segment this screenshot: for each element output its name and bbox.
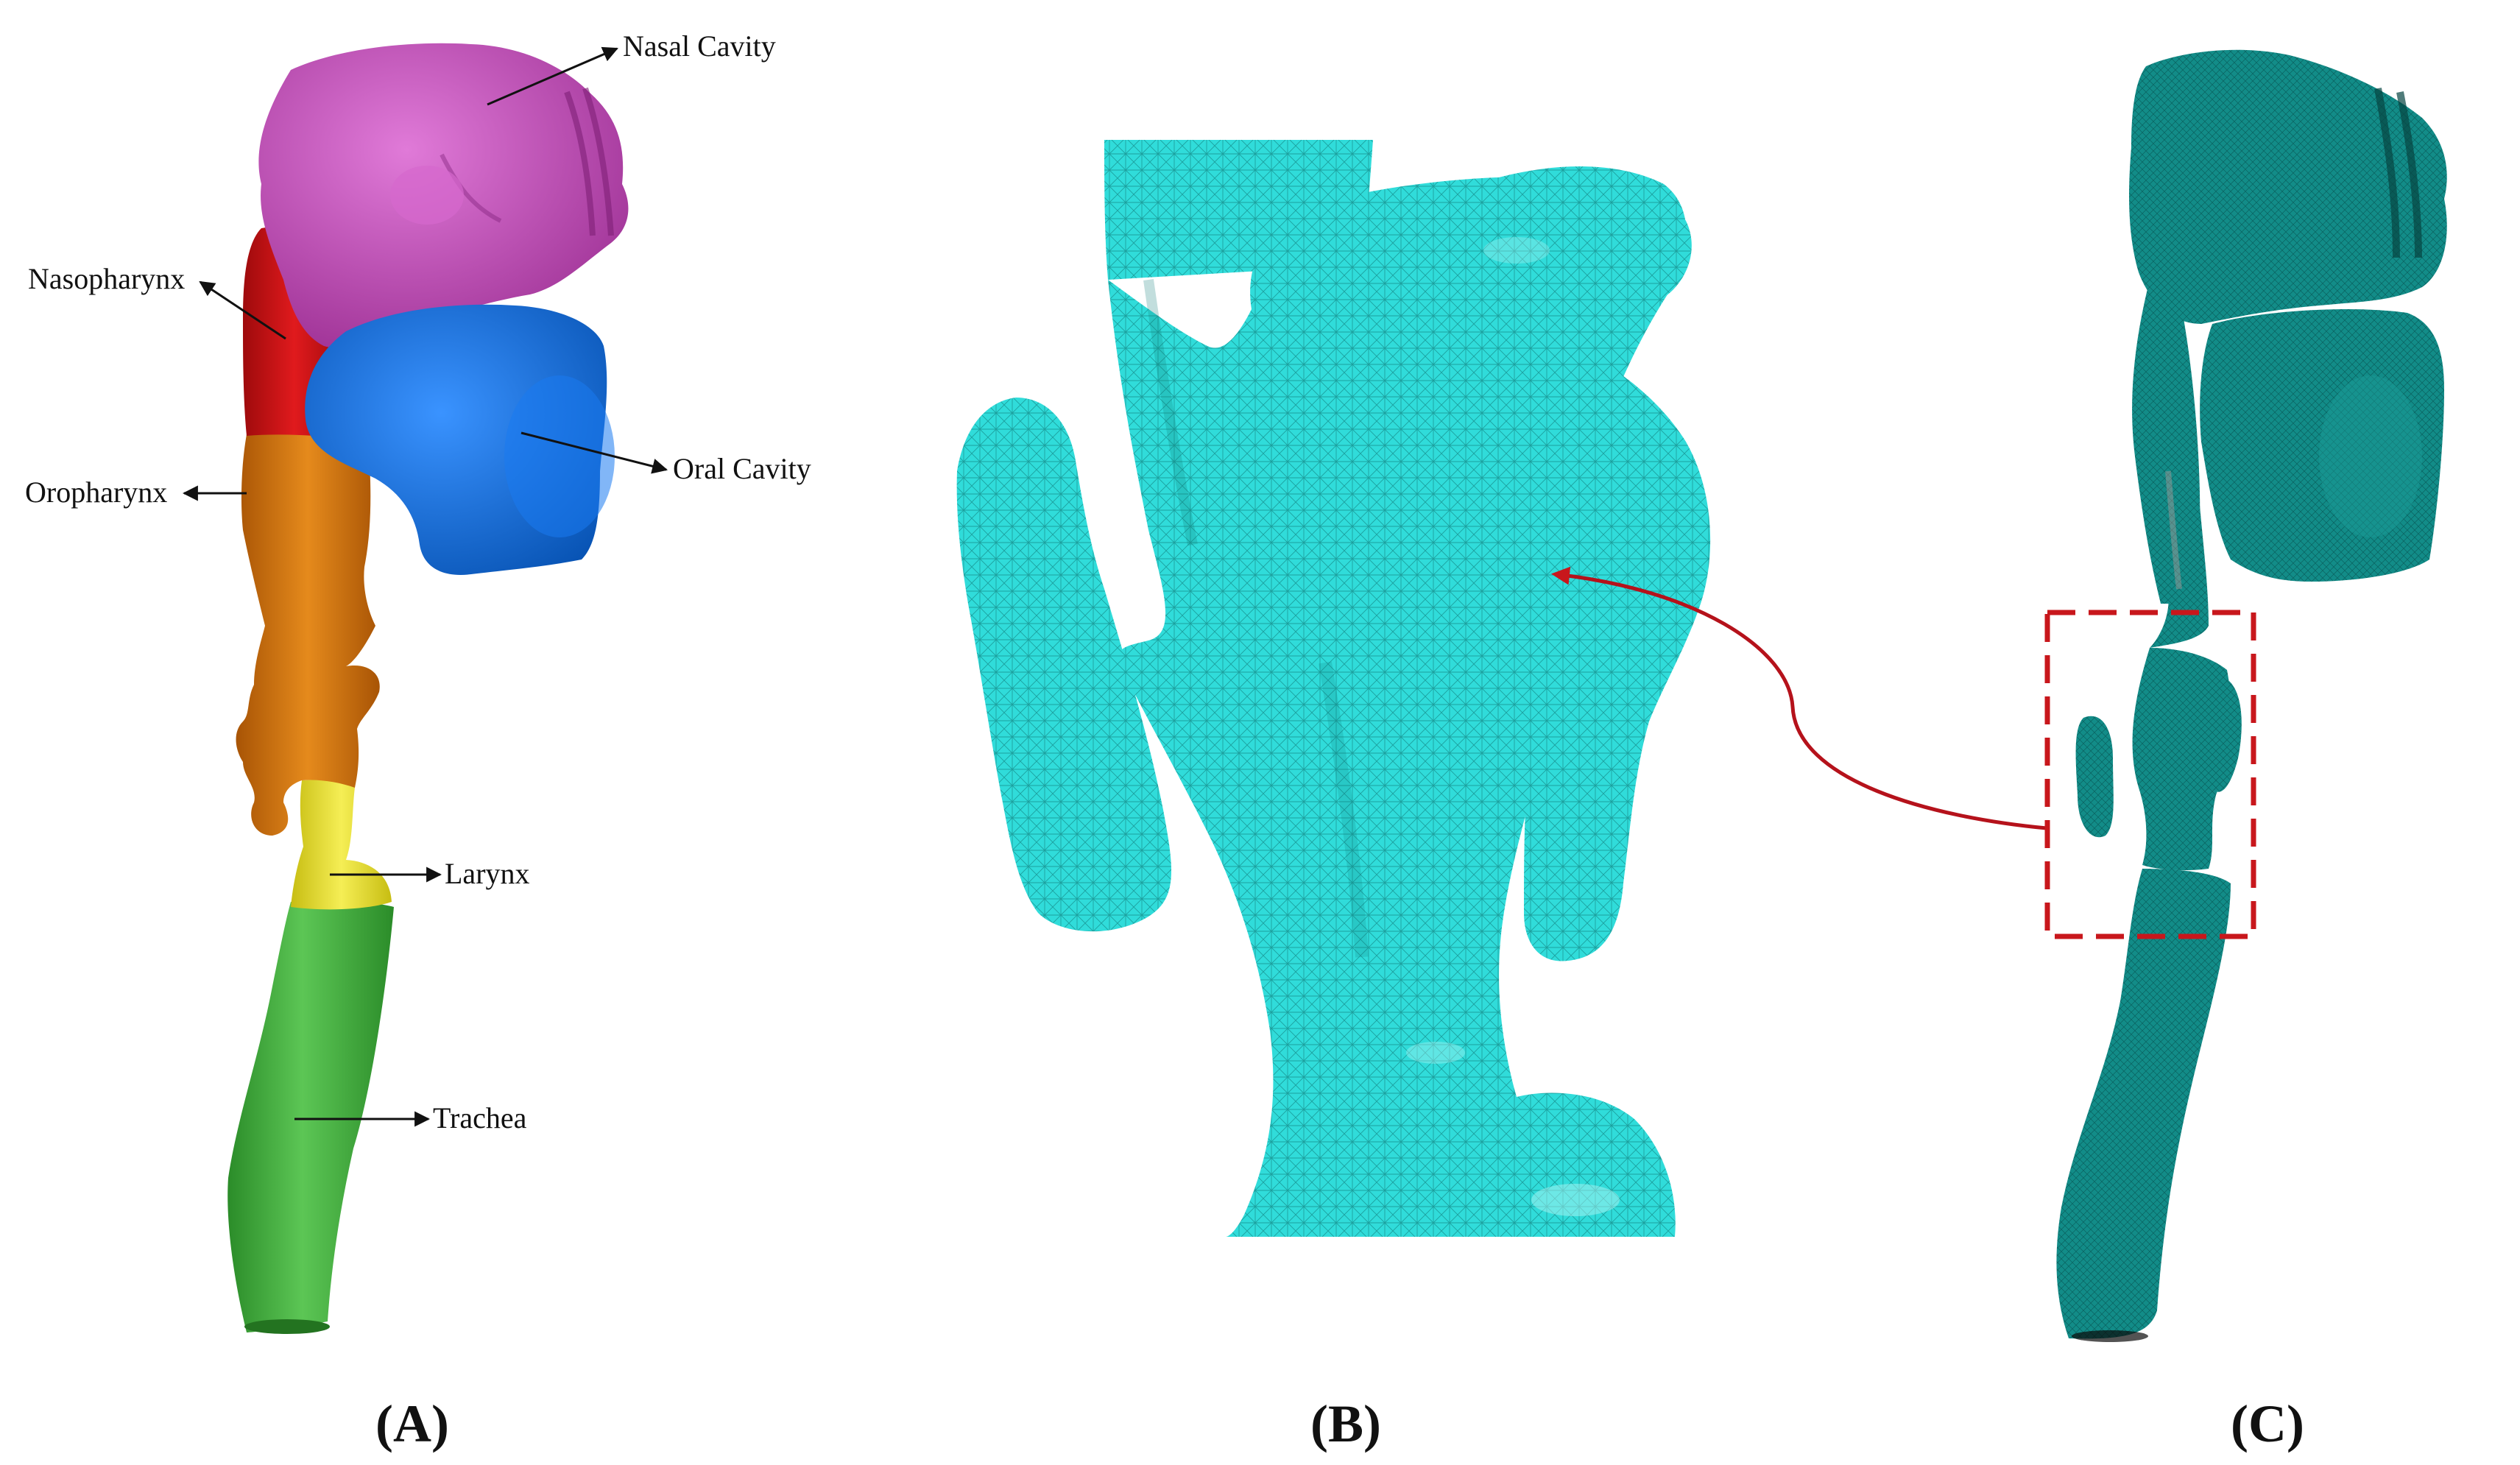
arrow-right-icon bbox=[199, 280, 286, 340]
panel-label-c: (C) bbox=[2231, 1394, 2304, 1453]
larynx-region bbox=[291, 780, 392, 910]
oropharynx-region bbox=[236, 433, 380, 836]
panel-label-a: (A) bbox=[375, 1394, 449, 1453]
trachea-opening bbox=[244, 1319, 330, 1334]
label-nasopharynx: Nasopharynx bbox=[28, 262, 185, 295]
panel-label-b: (B) bbox=[1310, 1394, 1381, 1453]
arrow-right-icon bbox=[487, 46, 618, 106]
label-oral-cavity: Oral Cavity bbox=[673, 452, 811, 485]
mesh-central-body bbox=[1108, 166, 1687, 1237]
panel-a: Nasal Cavity Nasopharynx Oropharynx Oral… bbox=[25, 29, 811, 1453]
label-larynx: Larynx bbox=[445, 857, 530, 890]
callout-arrow bbox=[1551, 566, 2047, 830]
mesh-left-lobe bbox=[956, 398, 1172, 932]
label-nasal-cavity: Nasal Cavity bbox=[623, 29, 776, 63]
arrow-right-icon bbox=[520, 431, 668, 474]
trachea-region bbox=[227, 900, 394, 1332]
panel-b: (B) bbox=[956, 140, 2047, 1453]
panel-c: (C) bbox=[2044, 49, 2447, 1453]
label-oropharynx: Oropharynx bbox=[25, 476, 167, 509]
highlight-box bbox=[2044, 610, 2256, 939]
label-trachea: Trachea bbox=[433, 1101, 527, 1134]
